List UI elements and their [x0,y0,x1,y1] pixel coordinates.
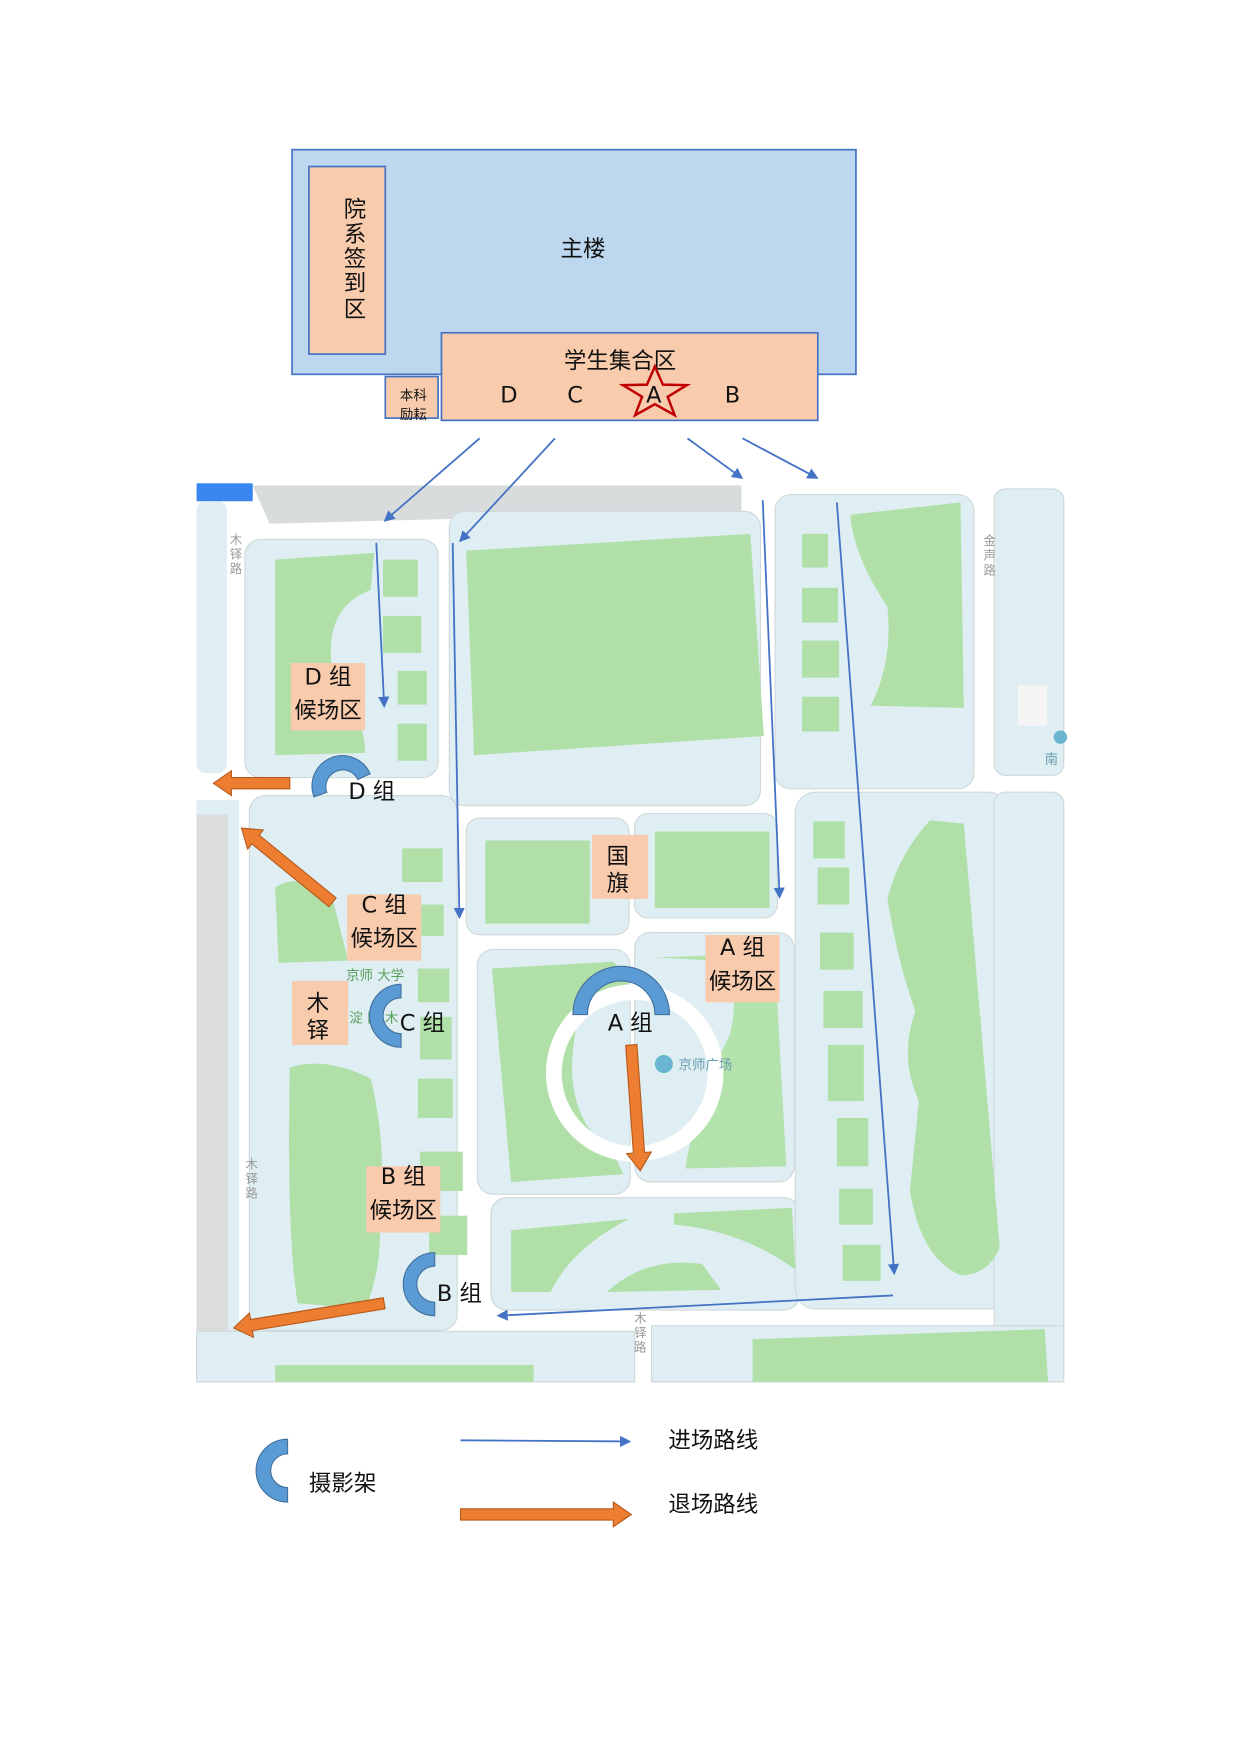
svg-text:木: 木 [307,991,329,1017]
camera-label-b: B 组 [437,1281,482,1307]
svg-text:到: 到 [344,271,366,297]
waiting-area-b: B 组 候场区 [366,1164,441,1233]
position-a: A [646,382,662,408]
svg-text:金: 金 [983,533,995,548]
svg-text:系: 系 [344,222,366,248]
exit-arrow [212,769,291,797]
entry-arrow [496,1294,894,1321]
svg-text:候场区: 候场区 [709,969,776,995]
svg-text:A 组: A 组 [720,935,765,961]
waiting-area-c: C 组 候场区 [347,892,422,961]
svg-text:旗: 旗 [607,871,629,897]
exit-arrow [240,827,337,908]
svg-text:区: 区 [344,297,366,323]
svg-text:签: 签 [344,246,366,272]
exit-route-arrows [212,769,653,1528]
waiting-area-a: A 组 候场区 [705,934,780,1003]
muduo-label: 木 铎 [292,980,349,1045]
svg-text:励耘: 励耘 [400,407,427,423]
exit-arrow [625,1043,653,1172]
legend-entry-label: 进场路线 [668,1428,758,1454]
position-b: B [725,382,740,408]
camera-label-c: C 组 [400,1010,445,1036]
legend-exit-arrow [459,1501,633,1528]
svg-text:路: 路 [983,562,995,577]
svg-text:铎: 铎 [230,548,242,562]
plaza-poi-icon [654,1055,673,1074]
flag-label: 国 旗 [591,834,649,899]
camera-stand-c [369,983,402,1048]
entry-route-arrows [375,437,900,1448]
main-building: 主楼 院 系 签 到 区 本科 励耘 学生集合区 D C A B [291,148,857,423]
svg-text:木: 木 [634,1311,646,1325]
svg-text:路: 路 [634,1340,646,1355]
map-corner-marker [196,483,253,502]
entry-arrow [375,542,390,708]
map-poi-icon [1053,730,1068,744]
camera-stand-b [402,1252,436,1317]
entry-arrow [451,542,465,920]
camera-stand-d [311,755,371,798]
waiting-area-d: D 组 候场区 [290,663,366,731]
svg-text:声: 声 [983,549,995,563]
map-label-plaza: 京师广场 [678,1058,732,1074]
position-d: D [500,382,517,408]
svg-text:院: 院 [344,197,366,223]
student-assembly-area: 学生集合区 D C A B [440,331,819,422]
entry-arrow [761,500,785,899]
svg-text:学生集合区: 学生集合区 [564,349,676,375]
svg-text:铎: 铎 [307,1018,329,1044]
svg-text:国: 国 [607,844,629,870]
svg-text:铎: 铎 [245,1172,257,1186]
camera-stands [255,755,671,1503]
svg-text:候场区: 候场区 [350,926,417,952]
svg-text:D 组: D 组 [305,664,352,690]
camera-stand-a [572,965,671,1016]
road-label-muduo-west: 木 铎 路 [245,1157,257,1200]
svg-text:路: 路 [230,561,242,576]
legend-exit-label: 退场路线 [668,1492,758,1518]
svg-text:铎: 铎 [634,1326,646,1340]
svg-text:木: 木 [230,533,242,547]
entry-arrow [742,437,819,479]
svg-text:路: 路 [245,1186,257,1201]
camera-label-a: A 组 [608,1010,653,1036]
entry-arrow [835,502,900,1276]
camera-label-d: D 组 [348,779,395,805]
svg-text:木: 木 [245,1157,257,1171]
legend-entry-arrow [460,1435,632,1448]
svg-text:候场区: 候场区 [370,1198,437,1224]
legend: 摄影架 进场路线 退场路线 [309,1428,758,1518]
map-label-campus-line1: 京师 大学 [346,968,404,984]
road-label-jinsheng: 金 声 路 [983,533,995,577]
svg-text:C 组: C 组 [362,892,407,918]
exit-arrow [232,1297,386,1339]
main-building-label: 主楼 [561,236,606,262]
annex-box: 本科 励耘 [384,375,439,423]
signin-area: 院 系 签 到 区 [308,165,387,355]
legend-camera-icon [255,1438,289,1503]
entry-arrow [383,437,481,522]
road-label-muduo-north: 木 铎 路 [230,533,242,576]
road-label-muduo-south: 木 铎 路 [634,1311,646,1354]
svg-text:B 组: B 组 [381,1164,426,1190]
campus-map: 木 铎 路 木 铎 路 木 铎 路 金 声 路 南 京师广场 京师 大学 淀 区… [196,483,1068,1383]
map-label-south: 南 [1045,752,1058,768]
svg-text:本科: 本科 [400,388,427,404]
legend-camera-label: 摄影架 [309,1471,376,1497]
svg-text:候场区: 候场区 [294,698,361,724]
entry-arrow [459,437,556,543]
position-c: C [567,382,583,408]
map-gray-buildings [196,814,229,1354]
star-icon [618,363,692,418]
entry-arrow [686,437,744,479]
